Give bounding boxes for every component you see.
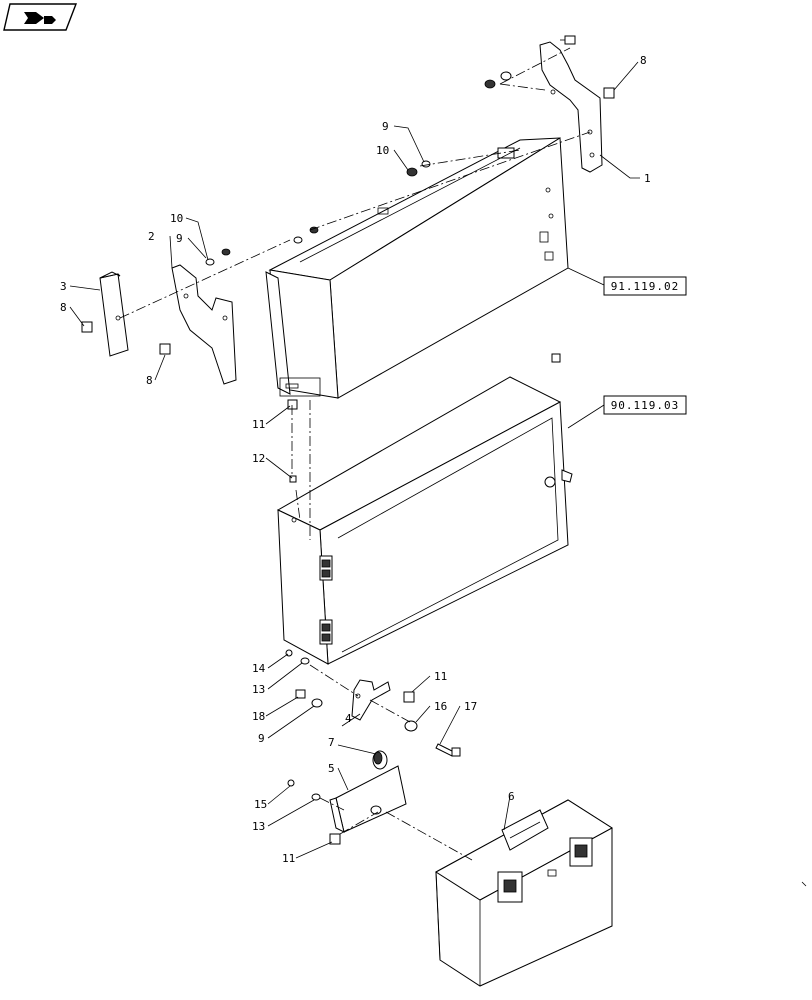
side-plate <box>99 271 129 357</box>
callout-9-left: 9 <box>176 232 183 245</box>
nut-washer-top <box>484 71 512 89</box>
callout-12: 12 <box>252 452 265 465</box>
callout-15: 15 <box>254 798 267 811</box>
leader-lines <box>69 61 640 859</box>
bolt-17 <box>435 743 461 757</box>
callout-6: 6 <box>508 790 515 803</box>
ref-box-bottom[interactable]: 90.119.03 <box>567 395 687 429</box>
hardware-15-13 <box>287 779 321 801</box>
corner-mark <box>801 881 807 887</box>
callout-1: 1 <box>644 172 651 185</box>
callout-11-lower: 11 <box>282 852 295 865</box>
bolt-11-lower <box>329 833 341 845</box>
callout-9-top: 9 <box>382 120 389 133</box>
callout-9-lower: 9 <box>258 732 265 745</box>
back-arrow-icon <box>24 12 56 24</box>
ref-box-top[interactable]: 91.119.02 <box>567 267 687 296</box>
hardware-lower-left <box>285 649 323 708</box>
bolt-top <box>560 35 576 45</box>
callout-17: 17 <box>464 700 477 713</box>
bolt-left-2 <box>159 343 171 355</box>
mounting-bracket-left <box>171 264 237 385</box>
callout-18: 18 <box>252 710 265 723</box>
callout-10-top: 10 <box>376 144 389 157</box>
callout-5: 5 <box>328 762 335 775</box>
callout-8-lower: 8 <box>146 374 153 387</box>
bolt-left-3 <box>81 321 93 333</box>
cap-7 <box>372 750 388 770</box>
callout-11-mid: 11 <box>434 670 447 683</box>
ref-label-top: 91.119.02 <box>611 280 680 293</box>
bolt-11-mid <box>403 691 415 703</box>
upper-storage-box <box>265 137 569 399</box>
callout-8-right: 8 <box>640 54 647 67</box>
callout-8-left: 8 <box>60 301 67 314</box>
bracket-4 <box>351 679 391 721</box>
back-button[interactable] <box>3 3 78 31</box>
ref-label-bottom: 90.119.03 <box>611 399 680 412</box>
callout-7: 7 <box>328 736 335 749</box>
lower-storage-box <box>276 376 573 665</box>
callout-13-lower: 13 <box>252 820 265 833</box>
bolt-11-upper <box>287 399 298 410</box>
bolt-lower-top <box>551 353 561 363</box>
callout-11-upper: 11 <box>252 418 265 431</box>
toolbox <box>435 799 613 987</box>
bolt-12 <box>289 475 297 483</box>
callout-labels: 1 2 3 4 5 6 7 8 8 8 9 9 9 10 10 11 11 11… <box>60 54 651 865</box>
callout-2: 2 <box>148 230 155 243</box>
assembly-lines <box>119 47 591 861</box>
washer-16 <box>404 720 418 732</box>
bracket-5 <box>329 765 407 833</box>
callout-4: 4 <box>345 712 352 725</box>
callout-16: 16 <box>434 700 447 713</box>
bolt-right-8 <box>603 87 615 99</box>
callout-10-left: 10 <box>170 212 183 225</box>
callout-3: 3 <box>60 280 67 293</box>
callout-14: 14 <box>252 662 266 675</box>
callout-13-upper: 13 <box>252 683 265 696</box>
